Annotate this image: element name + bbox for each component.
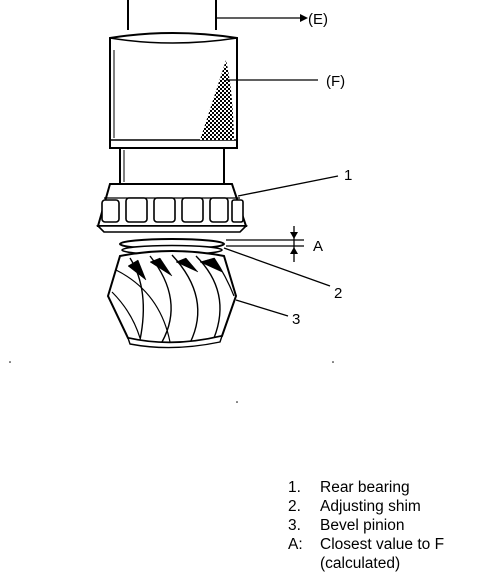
callout-2: 2 [334, 285, 342, 302]
callout-a: A [313, 238, 323, 255]
legend-item: 3. Bevel pinion [288, 516, 493, 535]
gauge-block [109, 32, 238, 149]
rear-bearing [96, 183, 248, 233]
callout-3: 3 [292, 311, 300, 328]
legend-key: 1. [288, 479, 301, 496]
dimension-arrows [290, 14, 308, 254]
legend-key: 3. [288, 517, 301, 534]
legend-text: Closest value to F [320, 536, 445, 553]
legend-text: Adjusting shim [320, 498, 421, 515]
legend: 1. Rear bearing 2. Adjusting shim 3. Bev… [288, 478, 493, 573]
bevel-pinion [106, 250, 238, 349]
callout-f: (F) [326, 73, 345, 90]
legend-item: 1. Rear bearing [288, 478, 493, 497]
legend-key: 2. [288, 498, 301, 515]
callout-1: 1 [344, 167, 352, 184]
spacer-neck [119, 147, 225, 185]
callout-e: (E) [308, 11, 328, 28]
legend-item: A: Closest value to F [288, 535, 493, 554]
legend-item: 2. Adjusting shim [288, 497, 493, 516]
legend-continuation: (calculated) [320, 555, 401, 572]
legend-key: A: [288, 536, 303, 553]
legend-text: Rear bearing [320, 479, 410, 496]
legend-text: Bevel pinion [320, 517, 405, 534]
tool-shaft-rods [127, 0, 217, 30]
scan-dots [9, 361, 334, 403]
